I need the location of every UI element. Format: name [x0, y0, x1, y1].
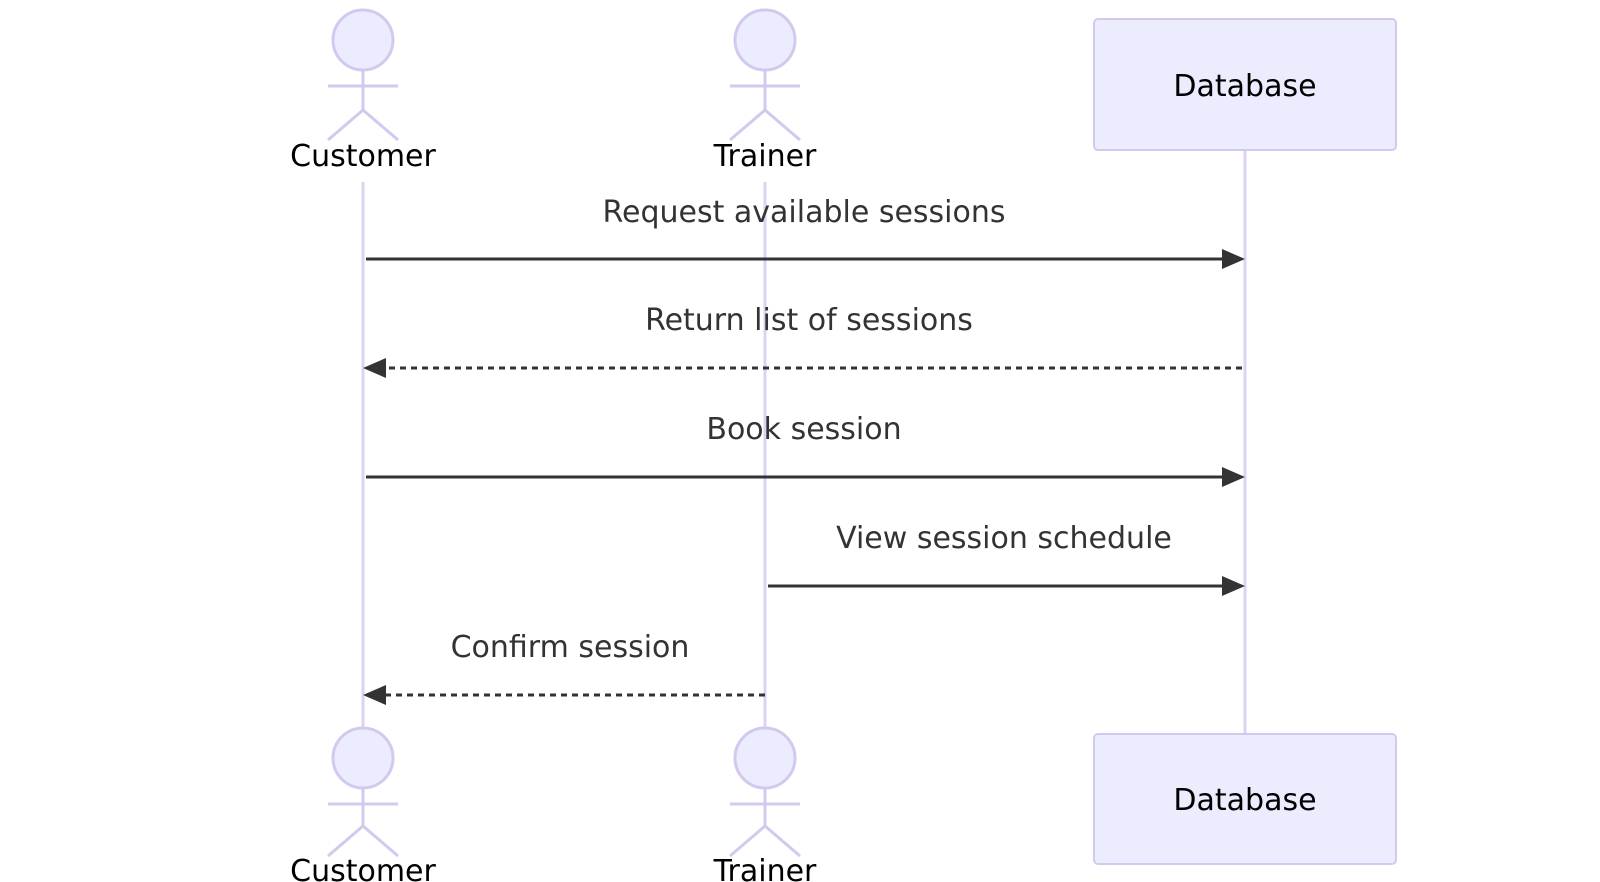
- actor-label-trainer: Trainer: [713, 854, 817, 882]
- participant-database-top: Database: [1093, 18, 1397, 151]
- message-label: Request available sessions: [602, 195, 1005, 230]
- actor-label-customer: Customer: [290, 854, 436, 882]
- message-label: Confirm session: [451, 630, 690, 665]
- message-3: Book session: [366, 412, 1245, 487]
- message-label: View session schedule: [836, 521, 1172, 556]
- actor-left-leg: [327, 108, 364, 142]
- actor-head: [331, 8, 395, 72]
- arrow-right-icon: [1222, 576, 1245, 596]
- participant-trainer-top: Trainer: [713, 8, 817, 174]
- actor-head: [733, 8, 797, 72]
- actor-left-leg: [729, 824, 766, 858]
- actor-right-leg: [362, 824, 399, 858]
- participant-box: [1093, 18, 1397, 151]
- message-2: Return list of sessions: [363, 303, 1242, 378]
- arrow-left-icon: [363, 358, 386, 378]
- arrow-left-icon: [363, 685, 386, 705]
- message-1: Request available sessions: [366, 195, 1245, 269]
- participant-customer-bottom: Customer: [290, 726, 437, 882]
- actor-head: [733, 726, 797, 790]
- actor-right-leg: [764, 108, 801, 142]
- actor-label-trainer: Trainer: [713, 139, 817, 174]
- message-4: View session schedule: [768, 521, 1245, 596]
- participant-customer-top: Customer: [290, 8, 437, 174]
- participant-label-database: Database: [1173, 69, 1316, 104]
- actor-right-leg: [764, 824, 801, 858]
- message-label: Return list of sessions: [645, 303, 973, 338]
- participant-trainer-bottom: Trainer: [713, 726, 817, 882]
- message-label: Book session: [706, 412, 901, 447]
- actor-label-customer: Customer: [290, 139, 436, 174]
- actor-right-leg: [362, 108, 399, 142]
- actor-left-leg: [327, 824, 364, 858]
- participant-database-bottom: Database: [1093, 733, 1397, 865]
- actor-head: [331, 726, 395, 790]
- participant-label-database: Database: [1173, 783, 1316, 818]
- arrow-right-icon: [1222, 249, 1245, 269]
- arrow-right-icon: [1222, 467, 1245, 487]
- participant-box: [1093, 733, 1397, 865]
- message-5: Confirm session: [363, 630, 765, 705]
- actor-left-leg: [729, 108, 766, 142]
